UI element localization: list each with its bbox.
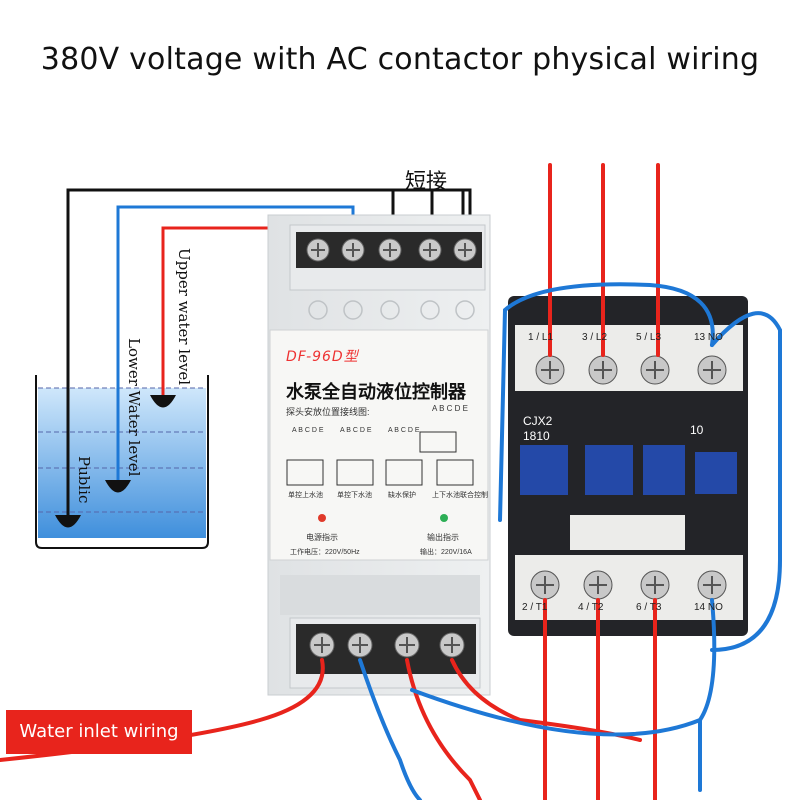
terminal-t3: 6 / T3 xyxy=(636,602,662,613)
terminal-t2: 4 / T2 xyxy=(578,602,604,613)
short-circuit-label: 短接 xyxy=(405,169,447,193)
contactor-model: CJX2 1810 xyxy=(523,414,552,444)
contactor-model-line2: 1810 xyxy=(523,429,550,443)
mode-4: 上下水池联合控制 xyxy=(432,492,488,499)
controller-top-terminals xyxy=(296,232,482,268)
water-tank xyxy=(35,375,209,549)
power-wires xyxy=(0,163,782,800)
power-led xyxy=(318,514,326,522)
controller-bottom-terminals xyxy=(296,624,476,674)
working-voltage: 工作电压：220V/50Hz xyxy=(290,549,360,556)
terminal-l1: 1 / L1 xyxy=(528,332,554,343)
probe-public xyxy=(55,515,81,528)
contactor-model-line1: CJX2 xyxy=(523,414,553,428)
controller-name: 水泵全自动液位控制器 xyxy=(286,382,466,403)
terminal-l3: 5 / L3 xyxy=(636,332,662,343)
mode-1: 单控上水池 xyxy=(288,492,323,499)
level-controller xyxy=(267,214,491,696)
public-label: Public xyxy=(75,456,93,504)
output-led xyxy=(440,514,448,522)
output-rating: 输出：220V/16A xyxy=(420,549,472,556)
contactor-rating: 10 xyxy=(690,423,704,437)
mode-3: 缺水保护 xyxy=(388,492,416,499)
controller-subtitle: 探头安放位置接线图: xyxy=(286,407,370,417)
controller-model: DF-96D型 xyxy=(286,349,359,365)
contactor-button xyxy=(520,445,568,495)
lower-level-label: Lower Water level xyxy=(125,338,143,477)
output-indicator-label: 输出指示 xyxy=(427,533,459,542)
probe-lower xyxy=(105,480,131,493)
page-title: 380V voltage with AC contactor physical … xyxy=(40,42,760,77)
terminal-l2: 3 / L2 xyxy=(582,332,608,343)
terminal-13no: 13 NO xyxy=(694,332,723,343)
diagram-label-2: A B C D E xyxy=(340,427,372,434)
power-indicator-label: 电源指示 xyxy=(306,533,338,542)
controller-abcde: A B C D E xyxy=(432,404,469,413)
diagram-label-3: A B C D E xyxy=(388,427,420,434)
terminal-14no: 14 NO xyxy=(694,602,723,613)
mode-2: 单控下水池 xyxy=(337,492,372,499)
terminal-t1: 2 / T1 xyxy=(522,602,548,613)
upper-level-label: Upper water level xyxy=(175,248,193,386)
diagram-label-1: A B C D E xyxy=(292,427,324,434)
water-inlet-label: Water inlet wiring xyxy=(6,710,192,754)
ac-contactor xyxy=(508,296,748,636)
probe-upper xyxy=(150,395,176,408)
